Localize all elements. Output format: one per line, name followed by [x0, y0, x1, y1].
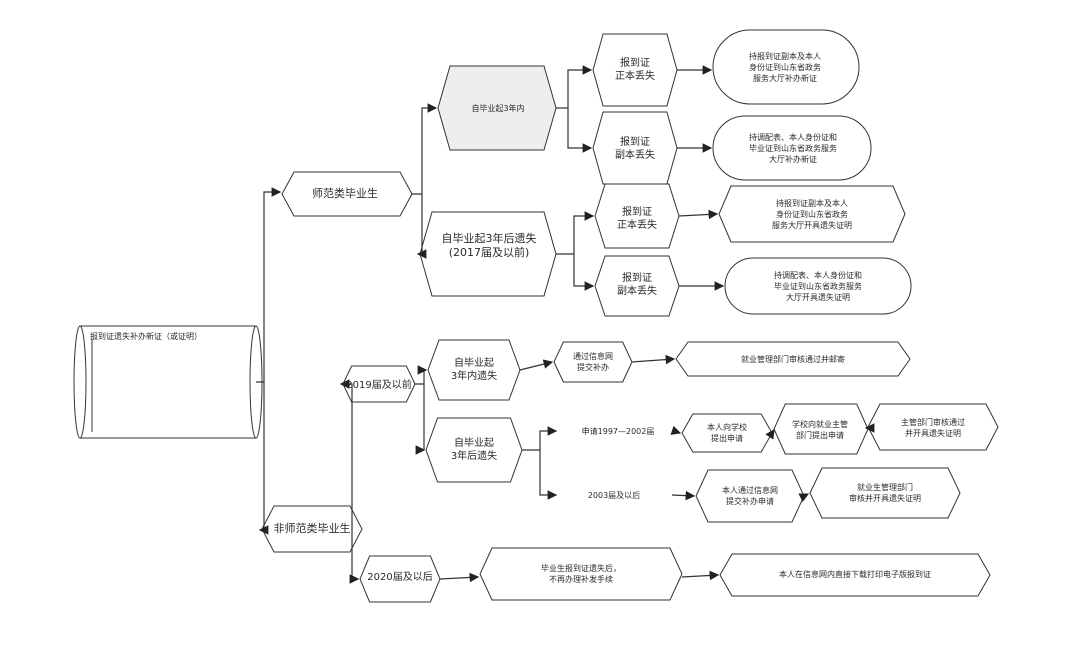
- edge-no-reissue-download: [681, 570, 720, 581]
- root-label: 报到证遗失补办新证（或证明）: [90, 331, 202, 341]
- n-after-3-label: 自毕业起 3年后遗失: [450, 438, 498, 462]
- b-copy-lost-label: 报到证 副本丢失: [617, 273, 657, 297]
- edge-non-normal-2020: [349, 530, 360, 584]
- edge-after3-2003: [539, 450, 558, 500]
- no-reissue-label: 毕业生报到证遗失后， 不再办理补发手续: [541, 564, 621, 584]
- self-online-label: 本人通过信息网 提交补办申请: [722, 486, 778, 506]
- edge-2019-within3: [415, 365, 428, 385]
- emp-dept-review-node: [809, 467, 961, 519]
- edge-b-main-action: [678, 209, 719, 220]
- within-3-years-label: 自毕业起3年内: [471, 103, 525, 113]
- a-main-lost-node: [592, 33, 678, 107]
- edge-root-normal: [256, 187, 282, 383]
- edge-within3-a-main: [556, 65, 593, 109]
- edge-self-school: [765, 429, 775, 440]
- a-copy-action-node: [712, 115, 872, 181]
- self-online-node: [695, 469, 805, 523]
- edge-after3-b-copy: [573, 254, 595, 291]
- edge-within3-a-copy: [567, 108, 593, 153]
- root-node: [79, 325, 257, 439]
- b-copy-action-node: [724, 257, 912, 315]
- class-2003-label: 2003届及以后: [587, 490, 641, 500]
- non-normal-graduate-label: 非师范类毕业生: [273, 522, 351, 535]
- edge-self-online-review: [798, 493, 810, 503]
- edge-normal-after3: [416, 194, 427, 259]
- edge-non-normal-2019: [339, 379, 353, 530]
- within-3-years-node: [437, 65, 557, 151]
- a-copy-action-label: 持调配表、本人身份证和 毕业证到山东省政务服务 大厅补办新证: [749, 132, 837, 164]
- edge-root-non-normal: [258, 382, 269, 535]
- edge-normal-within3: [412, 103, 438, 195]
- b-main-lost-label: 报到证 正本丢失: [617, 207, 657, 231]
- b-copy-lost-node: [594, 255, 680, 317]
- download-label: 本人在信息网内直接下载打印电子版报到证: [779, 569, 931, 579]
- class-2020-node: [359, 555, 441, 603]
- edge-online-result: [631, 354, 676, 365]
- edge-apply9702-self: [670, 425, 682, 435]
- root-node-left-cap: [73, 325, 87, 439]
- b-copy-action-label: 持调配表、本人身份证和 毕业证到山东省政务服务 大厅开具遗失证明: [774, 270, 862, 302]
- n-online-result-node: [675, 341, 911, 377]
- edge-n-within3-online: [519, 359, 554, 371]
- normal-graduate-node: [281, 171, 413, 217]
- school-apply-dept-node: [773, 403, 869, 455]
- b-main-action-label: 持报到证副本及本人 身份证到山东省政务 服务大厅开具遗失证明: [772, 198, 852, 230]
- edge-after3-apply9702: [522, 426, 558, 451]
- self-apply-school-label: 本人向学校 提出申请: [707, 423, 747, 443]
- dept-review-label: 主管部门审核通过 并开具遗失证明: [901, 418, 965, 438]
- a-main-lost-label: 报到证 正本丢失: [615, 58, 655, 82]
- apply-1997-2002-label: 申请1997—2002届: [581, 426, 655, 436]
- edge-2003-self-online: [671, 490, 696, 501]
- normal-graduate-label: 师范类毕业生: [312, 187, 378, 200]
- n-online-node: [553, 341, 633, 383]
- edge-after3-b-main: [556, 211, 595, 255]
- class-2020-label: 2020届及以后: [367, 571, 433, 583]
- a-main-action-node: [712, 29, 860, 105]
- no-reissue-node: [479, 547, 683, 601]
- emp-dept-review-label: 就业生管理部门 审核并开具遗失证明: [849, 483, 921, 503]
- a-copy-lost-label: 报到证 副本丢失: [615, 137, 655, 161]
- self-apply-school-node: [681, 413, 773, 453]
- n-within-3-node: [427, 339, 521, 401]
- school-apply-dept-label: 学校向就业主管 部门提出申请: [792, 420, 848, 440]
- n-within-3-label: 自毕业起 3年内遗失: [450, 358, 498, 382]
- edge-2020-no-reissue: [439, 572, 480, 583]
- after-3-years-pre2017-label: 自毕业起3年后遗失 (2017届及以前): [441, 232, 537, 259]
- b-main-action-node: [718, 185, 906, 243]
- n-online-label: 通过信息网 提交补办: [573, 352, 613, 372]
- a-main-action-label: 持报到证副本及本人 身份证到山东省政务 服务大厅补办新证: [749, 51, 821, 83]
- b-main-lost-node: [594, 183, 680, 249]
- class-2019-label: 2019届及以前: [346, 379, 412, 391]
- n-online-result-label: 就业管理部门审核通过并邮寄: [741, 354, 845, 364]
- download-node: [719, 553, 991, 597]
